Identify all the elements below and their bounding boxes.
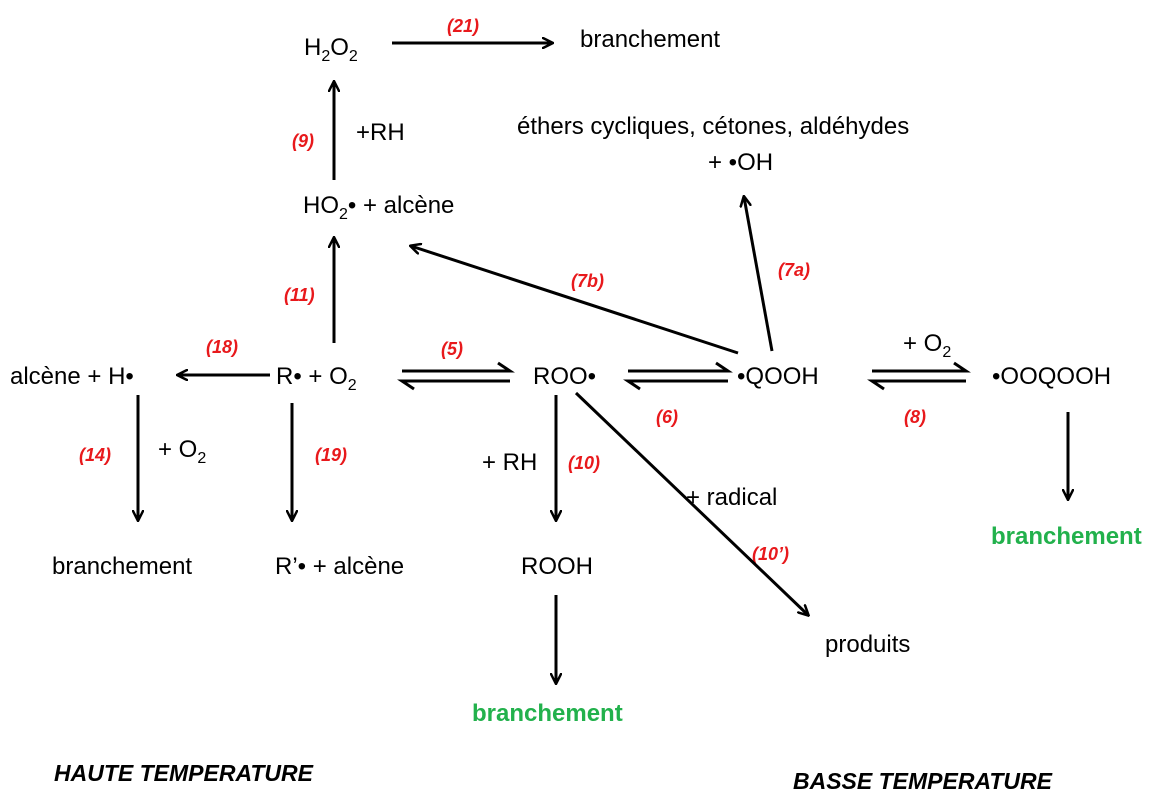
products-label: produits [825, 631, 910, 658]
reaction-label-6: (6) [656, 407, 678, 427]
reaction-label-8: (8) [904, 407, 926, 427]
oh-radical: + •OH [708, 149, 773, 176]
plus-rh-top-label: +RH [356, 119, 405, 146]
h2o2-species: H2O2 [304, 34, 358, 65]
ooqooh-radical: •OOQOOH [992, 363, 1111, 390]
reaction-label-7a: (7a) [778, 260, 810, 280]
reaction-label-9: (9) [292, 131, 314, 151]
branchement-left: branchement [52, 553, 192, 580]
plus-radical-label: + radical [686, 484, 777, 511]
qooh-radical: •QOOH [737, 363, 819, 390]
arrow-roo-to-products [574, 391, 808, 615]
rooh-species: ROOH [521, 553, 593, 580]
branchement-green-right: branchement [991, 523, 1142, 550]
branchement-top: branchement [580, 26, 720, 53]
arrow-qooh-to-ho2 [411, 246, 739, 355]
reaction-label-19: (19) [315, 445, 347, 465]
high-temperature-label: HAUTE TEMPERATURE [54, 760, 314, 786]
reaction-label-5: (5) [441, 339, 463, 359]
arrow-qooh-to-ethers [744, 197, 774, 352]
r-prime-alkene: R’• + alcène [275, 553, 404, 580]
o2-left-label: + O2 [158, 436, 206, 467]
reaction-label-18: (18) [206, 337, 238, 357]
reaction-label-7b: (7b) [571, 271, 604, 291]
ho2-alkene: HO2• + alcène [303, 192, 454, 223]
reaction-label-10: (10) [568, 453, 600, 473]
reaction-label-21: (21) [447, 16, 479, 36]
reaction-label-10-prime: (10’) [752, 544, 789, 564]
plus-rh-label: + RH [482, 449, 537, 476]
o2-addition-label: + O2 [903, 330, 951, 361]
low-temperature-label: BASSE TEMPERATURE [793, 768, 1053, 791]
roo-radical: ROO• [533, 363, 596, 390]
cyclic-ethers-products: éthers cycliques, cétones, aldéhydes [517, 113, 909, 140]
reaction-label-14: (14) [79, 445, 111, 465]
equilibrium-arrow-5 [397, 361, 515, 391]
reaction-label-11: (11) [284, 285, 315, 305]
equilibrium-arrow-8 [867, 361, 971, 391]
branchement-green-bottom: branchement [472, 700, 623, 727]
r-radical-o2: R• + O2 [276, 363, 357, 394]
equilibrium-arrow-6 [623, 361, 733, 391]
alkene-h-radical: alcène + H• [10, 363, 134, 390]
